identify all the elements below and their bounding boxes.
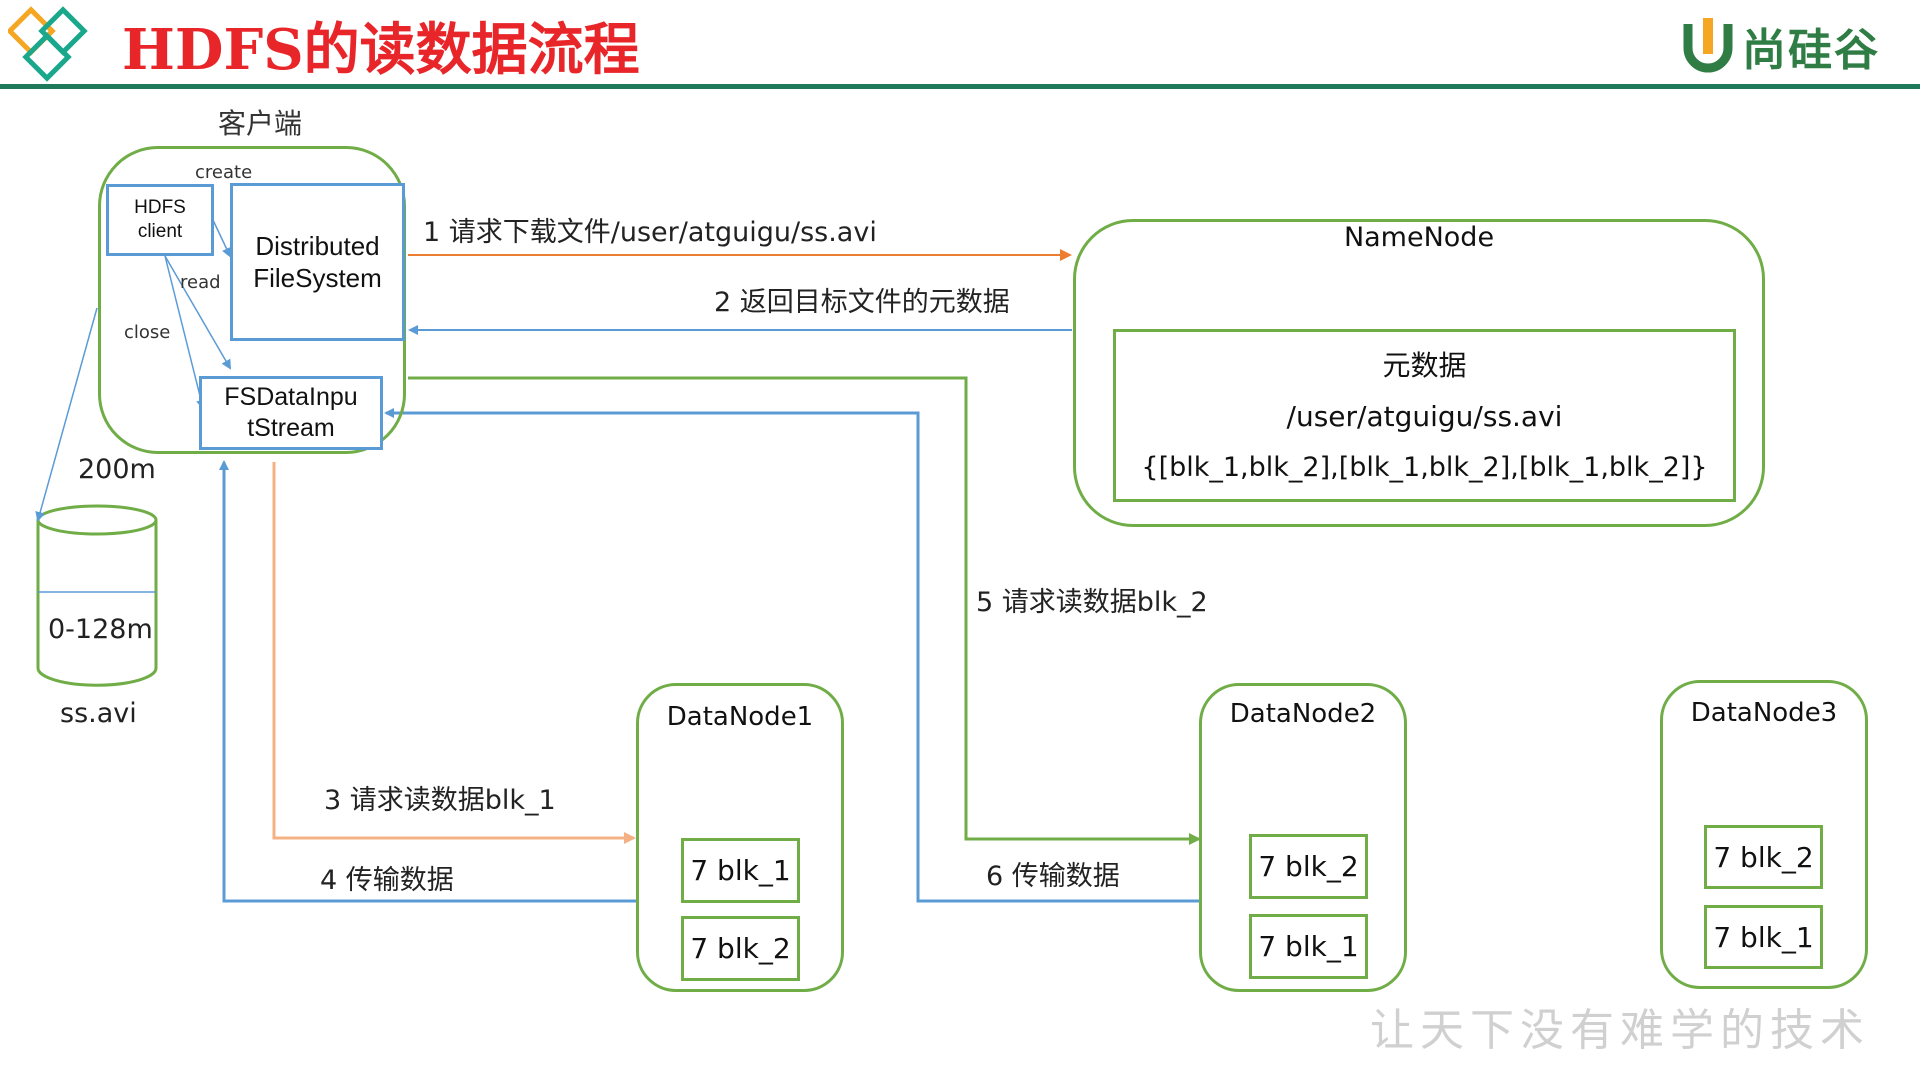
read-label: read [180,272,221,293]
step5-label: 5 请求读数据blk_2 [976,587,1208,618]
step4-arrow [219,460,636,903]
disk-icon [36,504,158,687]
datanode1-title: DataNode1 [666,702,814,732]
hdfs-client-line1: HDFS [134,197,186,218]
fsdis-line2: tStream [247,414,335,442]
fsdatainputstream-box[interactable]: FSDataInpu tStream [199,376,383,450]
hdfs-client-line2: client [137,221,183,242]
datanode1-container [636,683,844,992]
namenode-title: NameNode [1343,222,1495,253]
datanode2-block[interactable]: 7 blk_1 [1249,914,1368,979]
step4-label: 4 传输数据 [320,865,454,896]
dfs-line1: Distributed [255,231,380,261]
step1-label: 1 请求下载文件/user/atguigu/ss.avi [423,217,877,248]
metadata-title: 元数据 [1382,349,1467,382]
slogan-watermark: 让天下没有难学的技术 [1370,1005,1870,1056]
diamond-logo-icon [8,6,88,82]
dfs-line2: FileSystem [253,263,382,293]
step3-arrow [272,462,636,844]
metadata-box: 元数据 /user/atguigu/ss.avi {[blk_1,blk_2],… [1113,329,1736,502]
close-label: close [124,322,171,343]
step2-label: 2 返回目标文件的元数据 [714,287,1010,318]
datanode2-container [1199,683,1407,992]
fsdis-line1: FSDataInpu [224,383,358,411]
metadata-path: /user/atguigu/ss.avi [1286,400,1563,433]
size-label: 200m [78,454,156,485]
datanode1-block[interactable]: 7 blk_2 [681,916,800,981]
datanode3-block[interactable]: 7 blk_2 [1704,825,1823,889]
client-label: 客户端 [218,107,303,140]
datanode3-block[interactable]: 7 blk_1 [1704,905,1823,969]
brand-logo-icon [1683,18,1733,73]
create-label: create [195,162,253,183]
brand-name: 尚硅谷 [1742,25,1880,76]
metadata-blocks: {[blk_1,blk_2],[blk_1,blk_2],[blk_1,blk_… [1141,452,1708,483]
disk-range-label: 0-128m [48,614,153,645]
datanode3-title: DataNode3 [1690,698,1838,728]
datanode2-block[interactable]: 7 blk_2 [1249,834,1368,899]
header-divider [0,84,1920,89]
hdfs-client-box[interactable]: HDFS client [106,184,214,256]
distributed-filesystem-box[interactable]: Distributed FileSystem [230,183,405,341]
step3-label: 3 请求读数据blk_1 [324,785,556,816]
page-title: HDFS的读数据流程 [122,17,640,83]
brand: 尚硅谷 [1682,16,1880,76]
write-local-arrow [35,307,98,522]
step6-arrow [384,408,1199,903]
close-arrow [164,255,206,410]
create-arrow [212,219,232,258]
step5-arrow [408,376,1201,845]
datanode2-title: DataNode2 [1229,699,1377,729]
read-arrow [164,255,232,370]
namenode-container [1073,219,1765,527]
datanode3-container [1660,680,1868,989]
step6-label: 6 传输数据 [986,861,1120,892]
datanode1-block[interactable]: 7 blk_1 [681,838,800,903]
local-file-label: ss.avi [60,698,137,729]
